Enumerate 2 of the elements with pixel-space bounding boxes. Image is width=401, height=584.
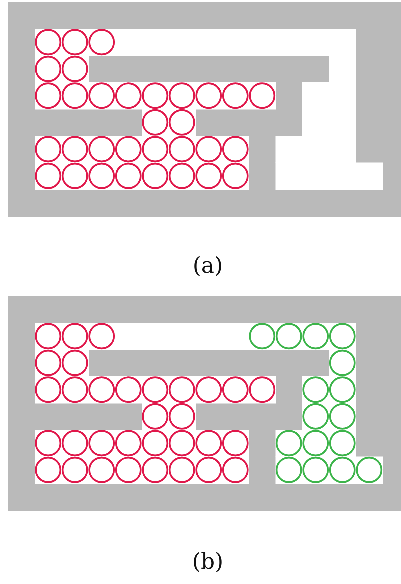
panel-caption: (b)	[192, 550, 224, 575]
panel-caption: (a)	[192, 254, 224, 279]
